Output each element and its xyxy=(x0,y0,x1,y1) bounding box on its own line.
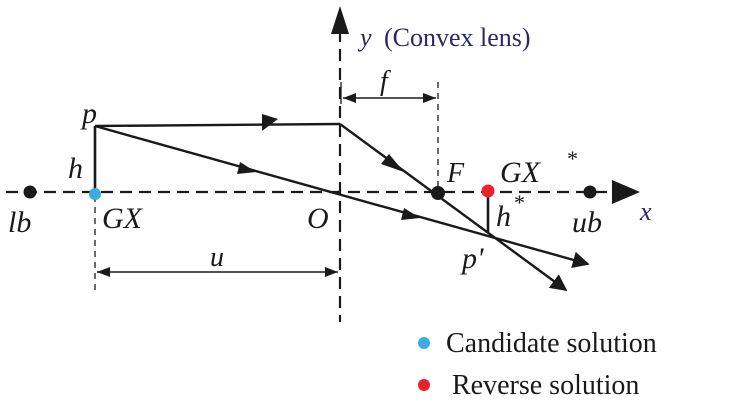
object-distance-label: u xyxy=(210,242,224,273)
upper-bound-label: ub xyxy=(572,206,602,239)
origin-label: O xyxy=(307,202,329,235)
focal-point-label: F xyxy=(446,158,465,189)
ray-parallel-arrow xyxy=(262,114,278,131)
object-height-label: h xyxy=(68,152,83,185)
focal-length-label: f xyxy=(380,66,391,97)
ray-refracted-through-focus xyxy=(339,123,568,291)
ray-center-arrow-2 xyxy=(401,208,420,220)
legend-candidate-label: Candidate solution xyxy=(446,328,657,359)
ray-through-center xyxy=(94,124,590,269)
y-axis-desc-label: (Convex lens) xyxy=(384,23,531,52)
object-top-label: p xyxy=(80,97,97,130)
candidate-point-label: GX xyxy=(102,202,144,235)
image-height-label: h xyxy=(496,200,511,233)
reverse-solution-point xyxy=(481,184,495,198)
u-dim-arrow-left xyxy=(97,267,110,277)
candidate-solution-point xyxy=(89,188,101,200)
focal-dim-arrow-left xyxy=(343,93,356,103)
legend-reverse-marker xyxy=(418,379,430,391)
image-height-sup-label: * xyxy=(514,190,525,215)
ray-center-arrow-1 xyxy=(237,162,256,174)
u-dim-arrow-right xyxy=(325,267,338,277)
reverse-point-sup-label: * xyxy=(567,146,578,171)
legend-reverse-label: Reverse solution xyxy=(452,370,639,401)
y-axis-var-label: y xyxy=(357,23,372,52)
lower-bound-label: lb xyxy=(8,206,31,239)
image-top-label: p' xyxy=(460,242,484,275)
ray-refracted-mid-arrow xyxy=(381,154,404,172)
lower-bound-point xyxy=(23,185,37,199)
legend: Candidate solution Reverse solution xyxy=(418,328,657,401)
focal-dim-arrow-right xyxy=(423,93,436,103)
y-axis-arrowhead xyxy=(331,6,349,34)
legend-candidate-marker xyxy=(418,337,430,349)
upper-bound-point xyxy=(583,185,597,199)
reverse-point-label: GX xyxy=(500,156,542,189)
focal-point xyxy=(431,186,445,200)
x-axis-label: x xyxy=(639,197,652,226)
x-axis-arrowhead xyxy=(612,180,640,204)
ray-parallel xyxy=(94,122,341,128)
